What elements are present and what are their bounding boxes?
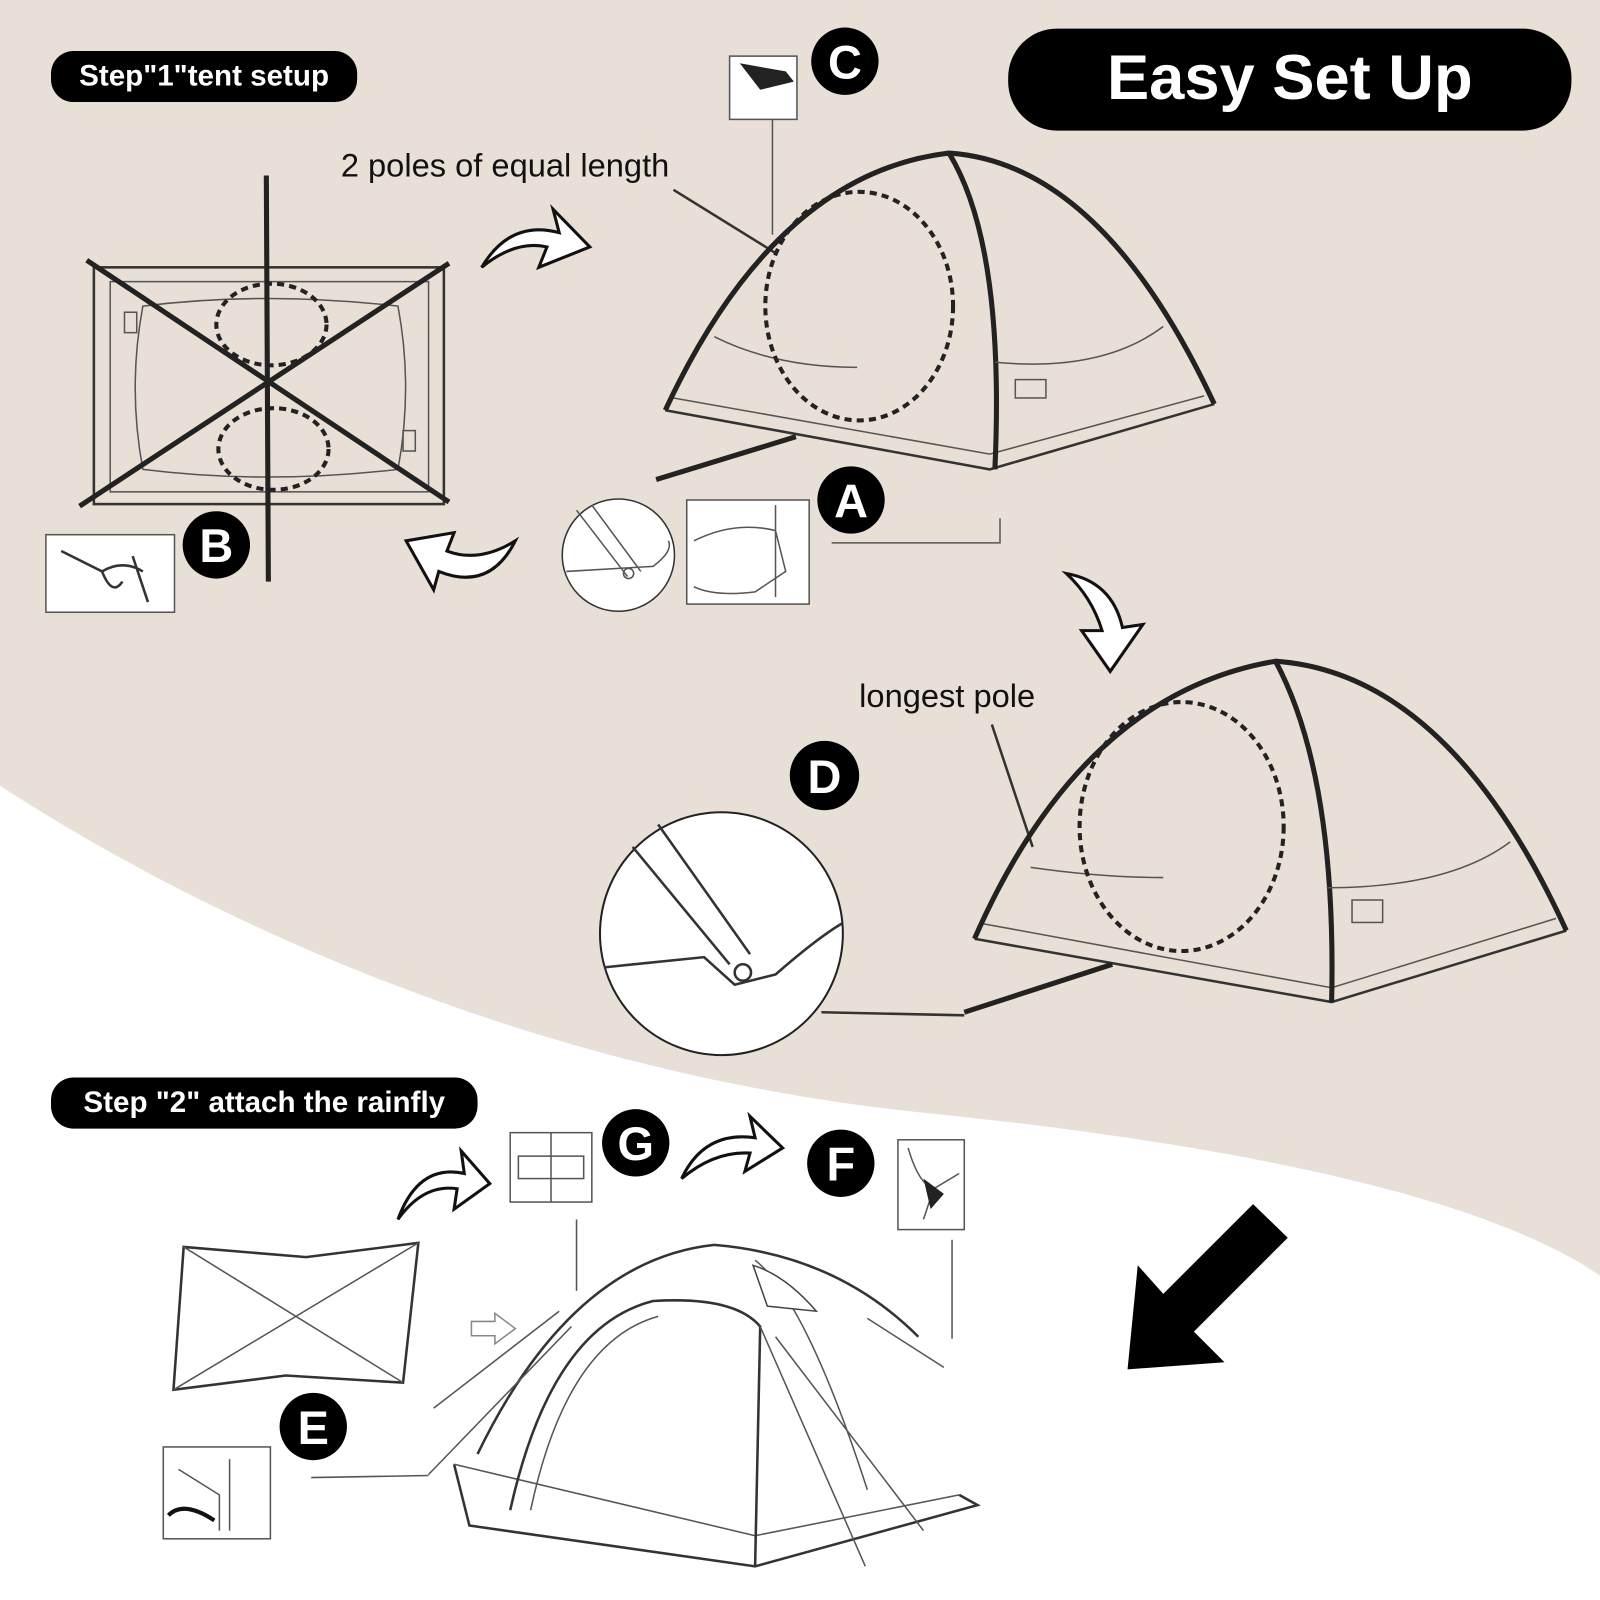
page-title: Easy Set Up bbox=[1107, 43, 1473, 113]
inset-b-stake-hook: B bbox=[45, 511, 250, 614]
curved-arrow-right-icon-2 bbox=[396, 1146, 493, 1221]
badge-e: E bbox=[298, 1402, 329, 1454]
tent-frame-illustration bbox=[655, 150, 1217, 483]
poles-note: 2 poles of equal length bbox=[341, 147, 669, 184]
badge-f: F bbox=[826, 1139, 855, 1191]
big-down-left-arrow-icon bbox=[1127, 1204, 1288, 1370]
badge-b: B bbox=[199, 520, 233, 572]
badge-d: D bbox=[808, 751, 842, 803]
curved-arrow-right-icon-3 bbox=[680, 1111, 786, 1180]
step1-label: Step"1"tent setup bbox=[79, 60, 329, 93]
outline-arrow-right-icon bbox=[470, 1311, 517, 1346]
inset-c-pole-clip: C bbox=[728, 27, 879, 235]
longest-pole-note: longest pole bbox=[859, 677, 1035, 714]
curved-arrow-left-icon bbox=[403, 530, 520, 594]
badge-a: A bbox=[834, 475, 868, 527]
step2-label: Step "2" attach the rainfly bbox=[83, 1086, 445, 1119]
inset-f-buckle: F bbox=[807, 1129, 966, 1339]
step2-label-pill: Step "2" attach the rainfly bbox=[51, 1077, 478, 1129]
badge-c: C bbox=[828, 37, 862, 89]
inset-g-velcro: G bbox=[509, 1109, 670, 1291]
curved-arrow-right-icon bbox=[480, 203, 593, 271]
curved-arrow-down-icon bbox=[1061, 571, 1147, 675]
tent-longest-pole-illustration bbox=[963, 658, 1569, 1015]
title-pill: Easy Set Up bbox=[1008, 28, 1572, 131]
badge-g: G bbox=[617, 1118, 654, 1170]
rainfly-flat-illustration: E bbox=[162, 1241, 429, 1540]
step1-label-pill: Step"1"tent setup bbox=[51, 51, 358, 103]
white-curve-region bbox=[0, 785, 1600, 1600]
tent-rainfly-illustration bbox=[428, 1243, 981, 1568]
inset-a-details: A bbox=[561, 466, 1001, 612]
tent-top-view-illustration bbox=[78, 175, 451, 582]
inset-d-pole-pin: D bbox=[598, 740, 965, 1057]
